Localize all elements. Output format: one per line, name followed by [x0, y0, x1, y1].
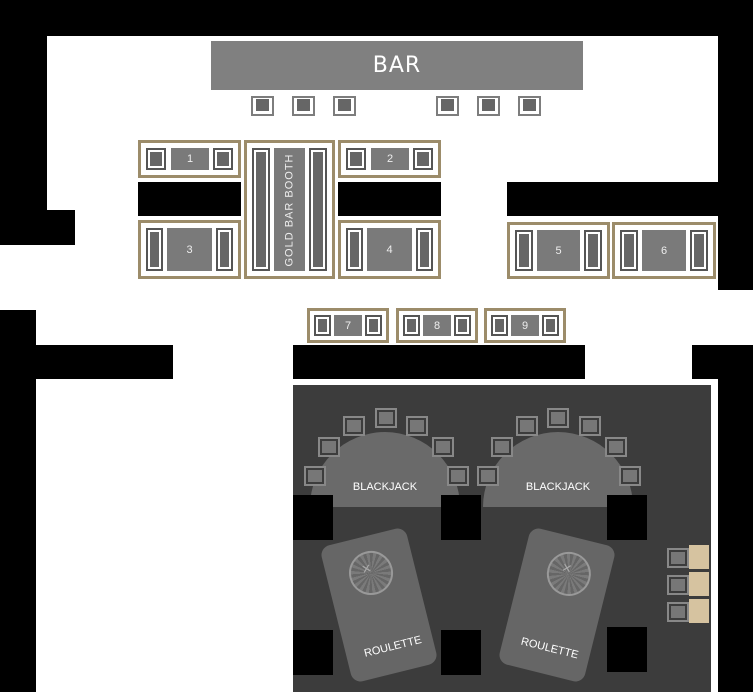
casino-stool	[318, 437, 340, 457]
casino-stool	[605, 437, 627, 457]
table-2[interactable]: 2	[338, 140, 441, 178]
pillar	[293, 495, 333, 540]
wall-top	[0, 0, 753, 36]
table-number: 8	[423, 315, 451, 336]
pillar	[441, 630, 481, 675]
side-counter	[689, 572, 709, 596]
bar-stool	[251, 96, 274, 116]
table-7[interactable]: 7	[307, 308, 389, 343]
table-5[interactable]: 5	[507, 222, 610, 279]
casino-stool	[667, 602, 689, 622]
casino-floor: BLACKJACK BLACKJACK ROULETTE ROULETTE	[293, 385, 711, 692]
wall-left-stub	[0, 210, 75, 245]
casino-stool	[547, 408, 569, 428]
table-number: 6	[642, 230, 686, 271]
booth-table: GOLD BAR BOOTH	[274, 148, 305, 271]
table-number: 7	[334, 315, 362, 336]
table-number: 3	[167, 228, 212, 271]
roulette-wheel-icon	[344, 546, 398, 600]
bar-stool	[518, 96, 541, 116]
pillar	[607, 495, 647, 540]
bar-stool	[292, 96, 315, 116]
table-number: 4	[367, 228, 412, 271]
wall-right-upper	[718, 0, 753, 290]
wall-divider-2	[338, 182, 441, 216]
table-number: 2	[371, 148, 409, 170]
roulette-label: ROULETTE	[362, 633, 423, 660]
casino-stool	[406, 416, 428, 436]
blackjack-label: BLACKJACK	[525, 481, 591, 493]
wall-left-upper	[0, 0, 47, 245]
wall-divider-1	[138, 182, 241, 216]
pillar	[441, 495, 481, 540]
table-3[interactable]: 3	[138, 220, 241, 279]
casino-stool	[516, 416, 538, 436]
gold-bar-booth[interactable]: GOLD BAR BOOTH	[244, 140, 335, 279]
table-number: 1	[171, 148, 209, 170]
pillar	[293, 630, 333, 675]
bar-stool	[477, 96, 500, 116]
casino-stool	[304, 466, 326, 486]
roulette-table[interactable]: ROULETTE	[497, 526, 617, 684]
table-8[interactable]: 8	[396, 308, 478, 343]
bar-stool	[333, 96, 356, 116]
bar-counter: BAR	[211, 41, 583, 90]
wall-divider-3	[507, 182, 718, 216]
casino-stool	[579, 416, 601, 436]
wall-left-lower-ledge	[0, 345, 173, 379]
table-9[interactable]: 9	[484, 308, 566, 343]
blackjack-label: BLACKJACK	[352, 481, 418, 493]
wall-right-lower-vert	[718, 345, 753, 692]
casino-stool	[491, 437, 513, 457]
pillar	[607, 627, 647, 672]
table-4[interactable]: 4	[338, 220, 441, 279]
side-counter	[689, 545, 709, 569]
gold-bar-booth-label: GOLD BAR BOOTH	[283, 152, 296, 267]
table-number: 9	[511, 315, 539, 336]
casino-stool	[375, 408, 397, 428]
table-number: 5	[537, 230, 580, 271]
table-1[interactable]: 1	[138, 140, 241, 178]
side-counter	[689, 599, 709, 623]
casino-stool	[477, 466, 499, 486]
casino-stool	[619, 466, 641, 486]
table-6[interactable]: 6	[612, 222, 716, 279]
casino-stool	[432, 437, 454, 457]
bar-stool	[436, 96, 459, 116]
wall-center-lower	[293, 345, 585, 379]
casino-stool	[667, 548, 689, 568]
casino-stool	[667, 575, 689, 595]
roulette-label: ROULETTE	[519, 635, 580, 662]
casino-stool	[343, 416, 365, 436]
roulette-table[interactable]: ROULETTE	[319, 526, 439, 684]
roulette-wheel-icon	[542, 547, 596, 601]
casino-stool	[447, 466, 469, 486]
bar-label: BAR	[372, 53, 422, 78]
